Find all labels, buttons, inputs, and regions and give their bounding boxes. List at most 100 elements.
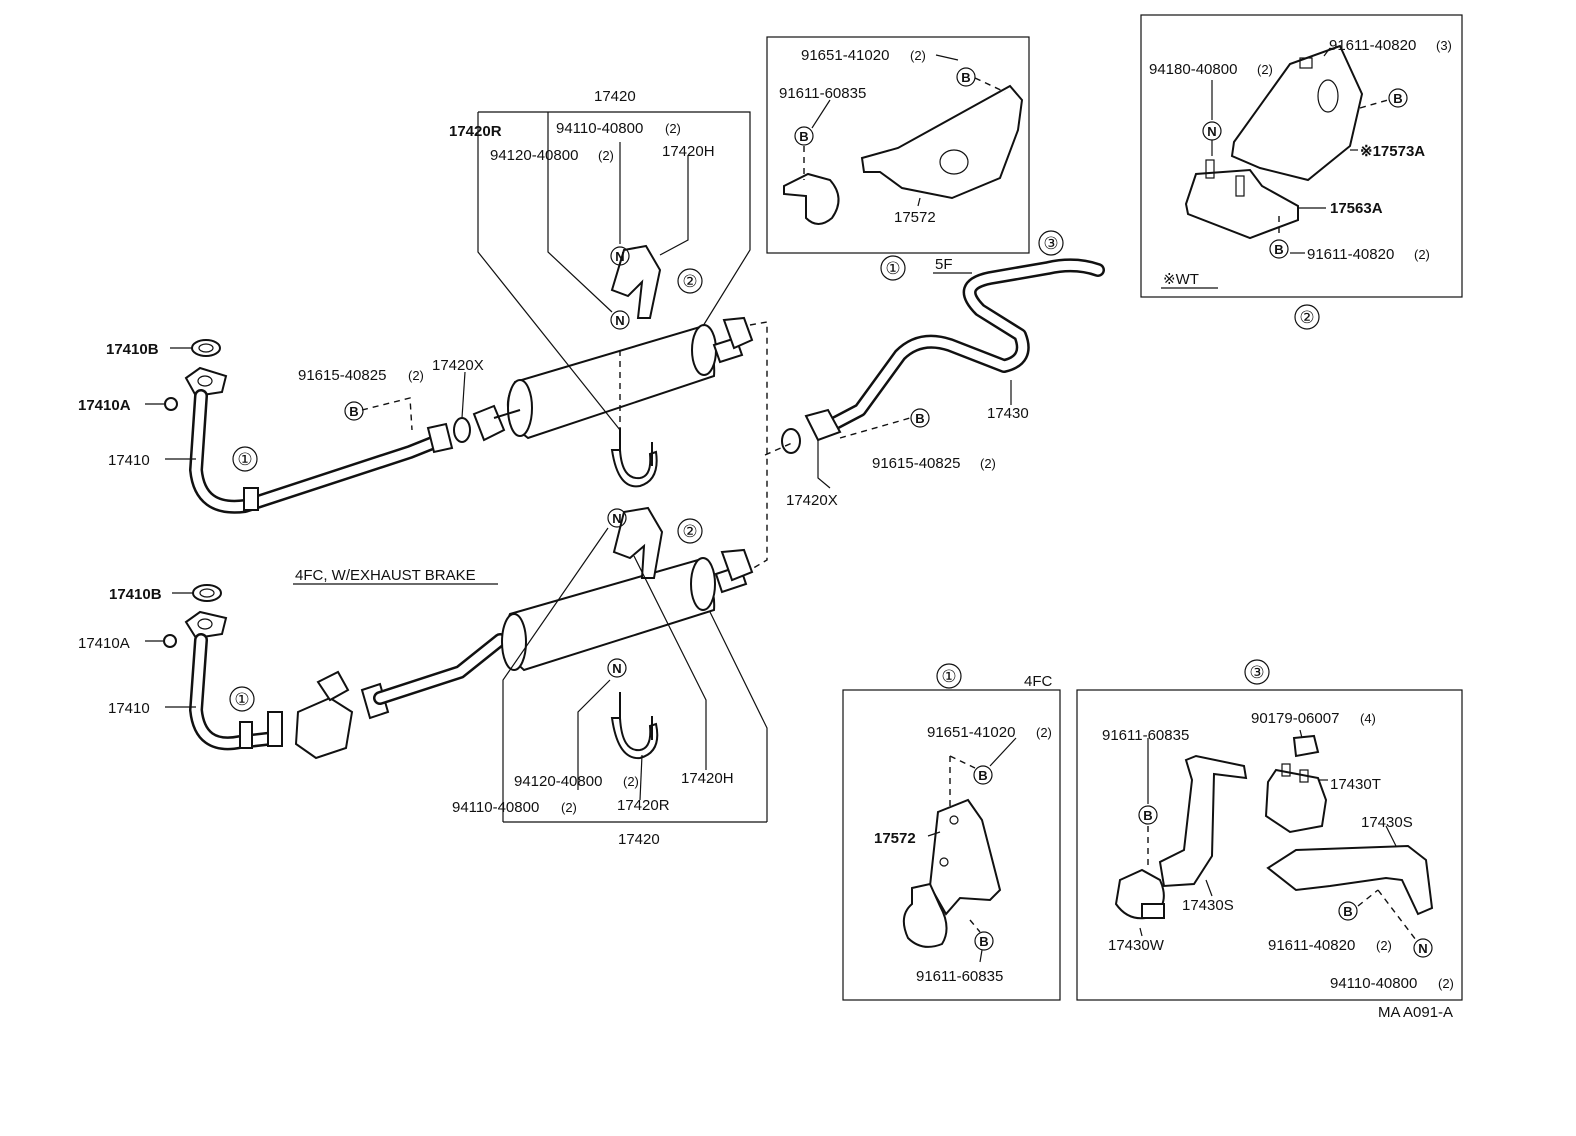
mount-17430t[interactable] [1264,768,1328,834]
hanger-bracket-17420h-lower[interactable] [612,506,664,579]
label-91651-5f-qty: (2) [910,48,926,63]
bracket-17430s-plate[interactable] [1266,844,1434,916]
gasket-17410b-upper[interactable] [191,339,221,357]
label-94110-inset3-qty: (2) [1438,976,1454,991]
nut-symbol-94120-lower: N [612,661,621,676]
label-lower-system-variant: 4FC, W/EXHAUST BRAKE [295,567,476,584]
nut-symbol-94180-wt: N [1207,124,1216,139]
label-91611-5f: 91611-60835 [779,85,866,102]
label-17420h-upper: 17420H [662,143,715,160]
mount-17563a[interactable] [1184,168,1299,240]
callout-2-upper: ② [682,272,697,291]
label-91611-wt-top-qty: (3) [1436,38,1452,53]
exhaust-brake-unit[interactable] [294,696,354,760]
nut-symbol-94120-upper: N [615,313,624,328]
inset-3-number: ③ [1249,663,1264,682]
label-17410-upper: 17410 [108,452,150,469]
bracket-17572-5f[interactable] [860,84,1024,200]
bolt-symbol-91615-tailpipe: B [915,411,924,426]
label-94120-lower-qty: (2) [623,774,639,789]
label-4fc: 4FC [1024,673,1053,690]
inset-2-number: ② [1299,308,1314,327]
label-17420x-tailpipe: 17420X [786,492,838,509]
label-91611-wt-bottom: 91611-40820 [1307,246,1394,263]
nut-17410a-lower[interactable] [163,634,177,648]
label-17420x-upper: 17420X [432,357,484,374]
label-91611-wt-bottom-qty: (2) [1414,247,1430,262]
pipe-clamp-4fc[interactable] [902,882,948,948]
label-91651-5f: 91651-41020 [801,47,889,64]
label-90179-qty: (4) [1360,711,1376,726]
bolt-symbol-91611-40820-inset3: B [1343,904,1352,919]
bolt-90179[interactable] [1292,734,1320,758]
label-91651-4fc: 91651-41020 [927,724,1015,741]
diagram-code: MA A091-A [1378,1004,1453,1021]
bolt-symbol-91611-4fc: B [979,934,988,949]
bolt-symbol-91611-wt-bottom: B [1274,242,1283,257]
main-callouts: ① ② ② ① ③ B N N B N N [229,230,1064,712]
label-94120-lower: 94120-40800 [514,773,602,790]
label-17430s-upright: 17430S [1182,897,1234,914]
gasket-17420x-upper[interactable] [453,417,471,443]
clamp-17420r-lower[interactable] [610,717,659,760]
label-17430w: 17430W [1108,937,1165,954]
label-94180-wt: 94180-40800 [1149,61,1237,78]
bolt-symbol-91611-60835-inset3: B [1143,808,1152,823]
label-17420r-upper: 17420R [449,123,502,140]
label-17420h-lower: 17420H [681,770,734,787]
label-17430: 17430 [987,405,1029,422]
label-17410b-lower: 17410B [109,586,162,603]
gasket-17410b-lower[interactable] [192,584,222,602]
label-91615-upper: 91615-40825 [298,367,386,384]
label-5f: 5F [935,256,953,273]
label-17572-5f: 17572 [894,209,936,226]
main-part-labels: 17410B 17410A 17410 91615-40825 (2) 1742… [78,88,1029,848]
label-91651-4fc-qty: (2) [1036,725,1052,740]
nut-17410a-upper[interactable] [164,397,178,411]
label-91615-tailpipe: 91615-40825 [872,455,960,472]
upper-exhaust-system [164,244,1105,514]
label-94110-lower-qty: (2) [561,800,577,815]
label-94110-upper-qty: (2) [665,121,681,136]
muffler-17420-upper[interactable] [507,325,716,440]
bolt-symbol-91651-5f: B [961,70,970,85]
label-94180-wt-qty: (2) [1257,62,1273,77]
label-91615-tailpipe-qty: (2) [980,456,996,471]
label-94110-lower: 94110-40800 [452,799,539,816]
label-91611-wt-top: 91611-40820 [1329,37,1416,54]
bracket-17573a[interactable] [1230,44,1364,182]
label-17410a-upper: 17410A [78,397,131,414]
label-90179: 90179-06007 [1251,710,1339,727]
label-17420-top: 17420 [594,88,636,105]
bracket-17572-4fc[interactable] [928,798,1002,916]
label-17420r-lower: 17420R [617,797,670,814]
nut-symbol-94110-inset3: N [1418,941,1427,956]
label-17573a: ※17573A [1360,143,1425,160]
label-17420-bottom: 17420 [618,831,660,848]
label-17572-4fc: 17572 [874,830,916,847]
label-17563a: 17563A [1330,200,1383,217]
label-91611-60835-inset3: 91611-60835 [1102,727,1189,744]
flange-upper [184,366,228,398]
nut-symbol-94110-upper: N [615,249,624,264]
inset-1-4fc: ① 4FC B B 91651-41020 (2) 17572 91611-60… [842,663,1061,1001]
label-17430t: 17430T [1330,776,1381,793]
bracket-17430s-upright[interactable] [1158,754,1248,888]
clamp-17420r-upper[interactable] [610,449,658,488]
inset-3: ③ B B N 90179-06007 (4) 91611-60835 1743… [1076,659,1463,1001]
gasket-17420x-tailpipe[interactable] [781,428,801,454]
label-17410-lower: 17410 [108,700,150,717]
callout-3-tailpipe: ③ [1043,234,1058,253]
pipe-clamp-5f[interactable] [783,172,840,225]
leader-lines [145,111,1012,823]
bolt-symbol-91615-upper: B [349,404,358,419]
inset-1-4fc-number: ① [941,667,956,686]
bolt-symbol-91611-5f: B [799,129,808,144]
label-94120-upper-qty: (2) [598,148,614,163]
label-17410b-upper: 17410B [106,341,159,358]
label-94120-upper: 94120-40800 [490,147,578,164]
bolt-symbol-91611-wt-top: B [1393,91,1402,106]
nut-symbol-94110-lower: N [612,511,621,526]
inset-2-wt: N B B 91611-40820 (3) 94180-40800 (2) ※1… [1140,14,1463,330]
label-94110-inset3: 94110-40800 [1330,975,1417,992]
